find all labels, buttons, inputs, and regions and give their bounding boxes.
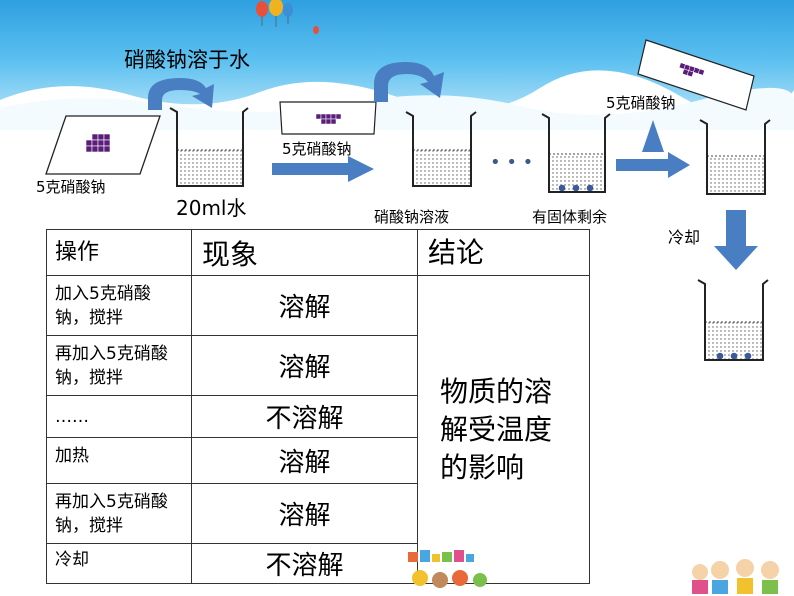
cell-operation: 加入5克硝酸钠，搅拌 [46, 275, 192, 336]
weighing-paper-left [45, 115, 161, 175]
label-5g-mid: 5克硝酸钠 [282, 140, 352, 158]
beaker-solid-remaining [541, 113, 611, 193]
label-20ml-water: 20ml水 [176, 196, 247, 220]
cell-phenomenon: 溶解 [191, 483, 418, 544]
label-dots: • • • [490, 152, 534, 173]
label-dissolve-water: 硝酸钠溶于水 [124, 48, 250, 72]
header-conclusion: 结论 [417, 229, 590, 276]
cell-operation: 再加入5克硝酸钠，搅拌 [46, 483, 192, 544]
arrow-right-1 [272, 156, 374, 182]
beaker-solution [405, 111, 477, 187]
crystal-icon [85, 133, 111, 153]
table-header-row: 操作 现象 结论 [46, 229, 590, 276]
cell-phenomenon: 不溶解 [191, 543, 418, 584]
label-5g-left: 5克硝酸钠 [36, 178, 106, 196]
burner-flame-icon [642, 120, 664, 152]
cell-phenomenon: 溶解 [191, 275, 418, 336]
weighing-paper-mid [279, 101, 377, 135]
cell-phenomenon: 溶解 [191, 335, 418, 396]
header-operation: 操作 [46, 229, 192, 276]
curved-arrow-1 [148, 78, 214, 110]
crystal-icon [315, 113, 342, 125]
cell-operation: 冷却 [46, 543, 192, 584]
table-row: …… 不溶解 [46, 395, 590, 438]
label-cooling: 冷却 [668, 228, 701, 247]
beaker-heated [699, 119, 771, 195]
arrow-right-2 [616, 152, 690, 178]
crystal-icon [678, 62, 705, 78]
cartoon-children-decoration [408, 550, 779, 594]
cell-operation: 再加入5克硝酸钠，搅拌 [46, 335, 192, 396]
experiment-table: 操作 现象 结论 加入5克硝酸钠，搅拌 溶解 物质的溶解受温度的影响 再加入5克… [46, 229, 590, 584]
curved-arrow-2 [374, 62, 444, 102]
table-row: 加热 溶解 [46, 437, 590, 484]
beaker-cooled [697, 279, 769, 361]
table-row: 冷却 不溶解 [46, 543, 590, 584]
table-row: 再加入5克硝酸钠，搅拌 溶解 [46, 335, 590, 396]
cell-phenomenon: 不溶解 [191, 395, 418, 438]
arrow-down [714, 210, 758, 270]
label-5g-right: 5克硝酸钠 [606, 94, 676, 112]
table-row: 加入5克硝酸钠，搅拌 溶解 物质的溶解受温度的影响 [46, 275, 590, 584]
weighing-paper-right [637, 39, 755, 111]
cell-operation: …… [46, 395, 192, 438]
label-solid-remaining: 有固体剩余 [532, 208, 608, 226]
label-solution: 硝酸钠溶液 [374, 208, 450, 226]
cell-phenomenon: 溶解 [191, 437, 418, 484]
balloons-decoration [256, 0, 319, 34]
header-phenomenon: 现象 [191, 229, 418, 276]
hills-background [0, 70, 794, 130]
cell-conclusion: 物质的溶解受温度的影响 [417, 275, 590, 584]
cell-operation: 加热 [46, 437, 192, 484]
beaker-water [169, 107, 249, 187]
